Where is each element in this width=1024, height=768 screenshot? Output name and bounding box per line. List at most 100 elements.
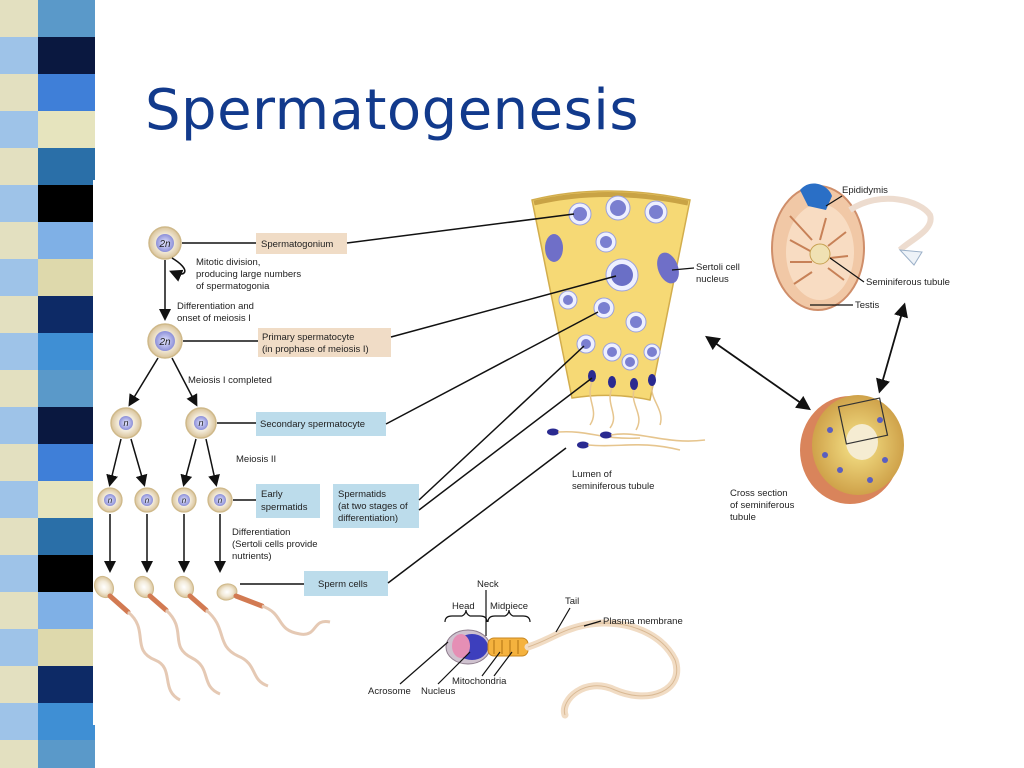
stripe-segment [38,185,95,222]
stripe-segment [38,407,95,444]
stripe-segment [38,222,95,259]
stripe-segment [38,481,95,518]
primary-spermatocyte-label-1: Primary spermatocyte [262,332,354,343]
diff-meiosis-label-2: onset of meiosis I [177,313,251,324]
stripe-segment [38,259,95,296]
sperm-cells-label-box [304,571,388,596]
ploidy-label: n [198,418,203,428]
stripe-segment [0,666,38,703]
stripe-segment [0,148,38,185]
stripe-segment [0,111,38,148]
slide-title: Spermatogenesis [145,78,640,143]
meiosis1-completed-label: Meiosis I completed [188,375,272,386]
secondary-spermatocyte-cell: n [110,407,142,439]
early-spermatid-cell: n [97,487,123,513]
diff-meiosis-label-1: Differentiation and [177,301,254,312]
stripe-segment [0,592,38,629]
early-spermatid-cell: n [207,487,233,513]
stripe-segment [0,481,38,518]
ploidy-label: 2n [158,337,171,348]
stripe-segment [38,592,95,629]
stripe-segment [0,185,38,222]
primary-spermatocyte-label-2: (in prophase of meiosis I) [262,344,369,355]
stripe-segment [38,555,95,592]
stripe-segment [38,666,95,703]
ploidy-label: n [182,496,187,505]
spermatogonium-cell: 2n [148,226,182,260]
acrosome-label: Acrosome [368,686,411,697]
stripe-segment [0,296,38,333]
ploidy-label: 2n [158,239,171,250]
spermatids-label-box [333,484,419,528]
stripe-segment [0,407,38,444]
secondary-spermatocyte-cell: n [185,407,217,439]
spermatids-label-3: differentiation) [338,513,398,524]
neck-label: Neck [477,579,499,590]
ploidy-label: n [218,496,223,505]
stripe-segment [38,111,95,148]
stripe-segment [0,333,38,370]
spermatogonium-label: Spermatogonium [261,239,333,250]
mitochondria-label: Mitochondria [452,676,507,687]
testis-illustration [771,183,934,311]
seminiferous-tubule-wedge [531,190,706,451]
midpiece-label: Midpiece [490,601,528,612]
stripe-segment [0,74,38,111]
stripe-segment [0,518,38,555]
stripe-segment [38,518,95,555]
ploidy-label: n [123,418,128,428]
stripe-segment [38,148,95,185]
sperm-cells-label: Sperm cells [318,579,368,590]
testis-label: Testis [855,300,880,311]
stripe-segment [0,555,38,592]
ploidy-label: n [108,496,113,505]
epididymis-label: Epididymis [842,185,888,196]
sperm-cell [173,575,269,688]
differentiation-label-3: nutrients) [232,551,272,562]
secondary-spermatocyte-label-box [256,412,386,436]
nucleus-label: Nucleus [421,686,456,697]
cross-section-label-2: of seminiferous [730,500,795,511]
stripe-segment [38,296,95,333]
secondary-spermatocyte-label: Secondary spermatocyte [260,419,365,430]
meiosis2-label: Meiosis II [236,454,276,465]
stripe-segment [0,629,38,666]
primary-spermatocyte-cell: 2n [147,323,183,359]
stripe-segment [0,444,38,481]
sperm-cell [216,583,331,636]
mitotic-label-1: Mitotic division, [196,257,260,268]
stripe-segment [38,333,95,370]
plasma-membrane-label: Plasma membrane [603,616,683,627]
stripe-segment [0,703,38,740]
stripe-segment [38,370,95,407]
stripe-segment [0,740,38,768]
tail-label: Tail [565,596,579,607]
stripe-segment [38,444,95,481]
mitotic-label-2: producing large numbers [196,269,301,280]
head-label: Head [452,601,475,612]
stripe-segment [0,370,38,407]
cross-section-label-3: tubule [730,512,756,523]
spermatids-label-2: (at two stages of [338,501,408,512]
stripe-segment [38,37,95,74]
seminiferous-tubule-label: Seminiferous tubule [866,277,950,288]
sperm-cell [93,575,181,702]
differentiation-label-2: (Sertoli cells provide [232,539,318,550]
lumen-label-1: Lumen of [572,469,612,480]
lumen-label-2: seminiferous tubule [572,481,654,492]
stripe-segment [0,37,38,74]
spermatids-label-1: Spermatids [338,489,386,500]
sertoli-nucleus-label-1: Sertoli cell [696,262,740,273]
stripe-segment [0,0,38,37]
stripe-segment [0,259,38,296]
early-spermatids-label-2: spermatids [261,502,308,513]
sertoli-nucleus-label-2: nucleus [696,274,729,285]
cross-section-label-1: Cross section [730,488,788,499]
early-spermatid-cell: n [134,487,160,513]
spermatogonium-label-box [256,233,347,254]
early-spermatid-cell: n [171,487,197,513]
ploidy-label: n [145,496,150,505]
differentiation-label-1: Differentiation [232,527,290,538]
stripe-segment [38,74,95,111]
